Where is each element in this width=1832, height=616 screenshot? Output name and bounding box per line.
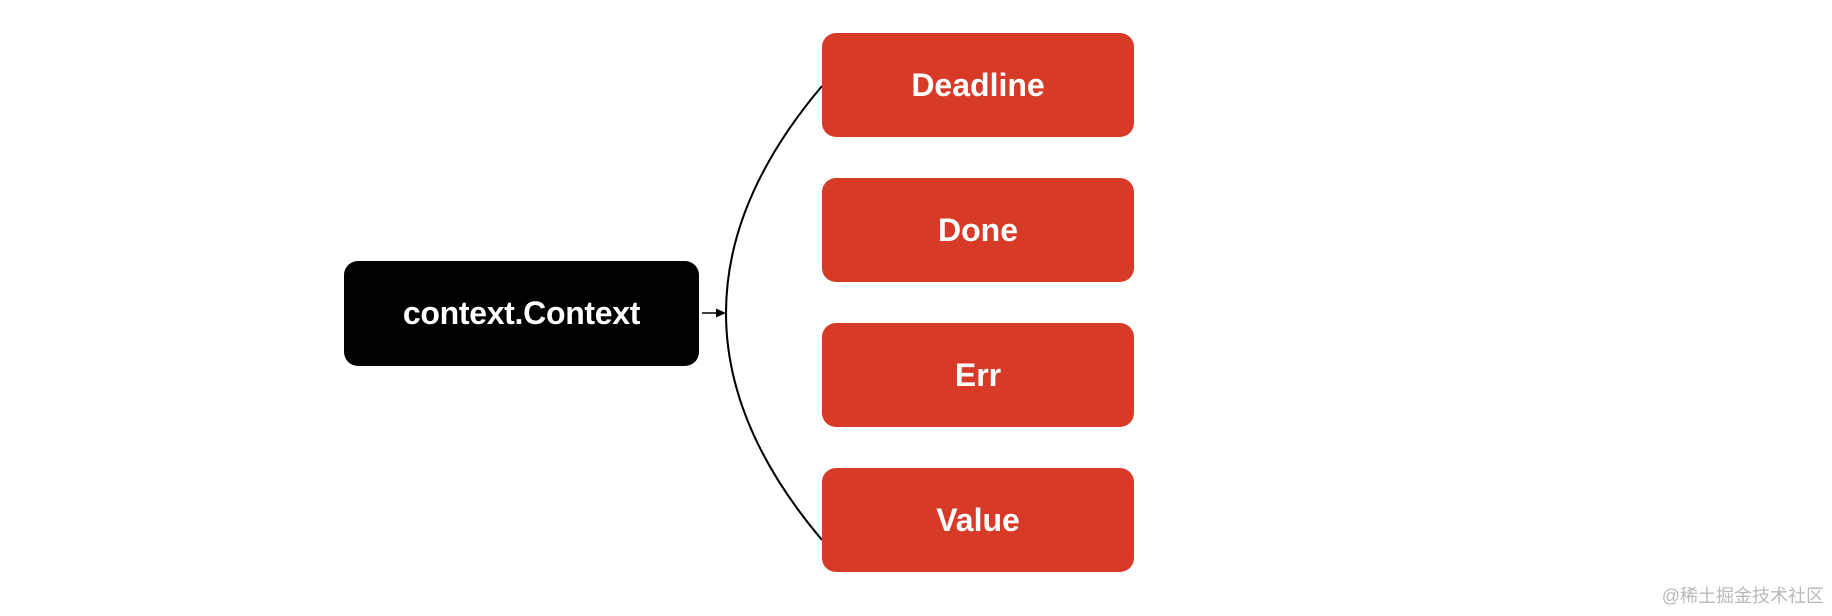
deadline-label: Deadline — [911, 66, 1045, 103]
context-box: context.Context — [344, 261, 699, 366]
err-box: Err — [822, 323, 1134, 427]
deadline-box: Deadline — [822, 33, 1134, 137]
context-label: context.Context — [402, 295, 641, 331]
watermark: @稀土掘金技术社区 — [1661, 586, 1824, 606]
arrow-head — [716, 308, 726, 318]
value-label: Value — [936, 501, 1020, 538]
done-box: Done — [822, 178, 1134, 282]
done-label: Done — [938, 211, 1018, 248]
err-label: Err — [954, 356, 1002, 393]
bracket-curve — [725, 85, 823, 541]
value-box: Value — [822, 468, 1134, 572]
